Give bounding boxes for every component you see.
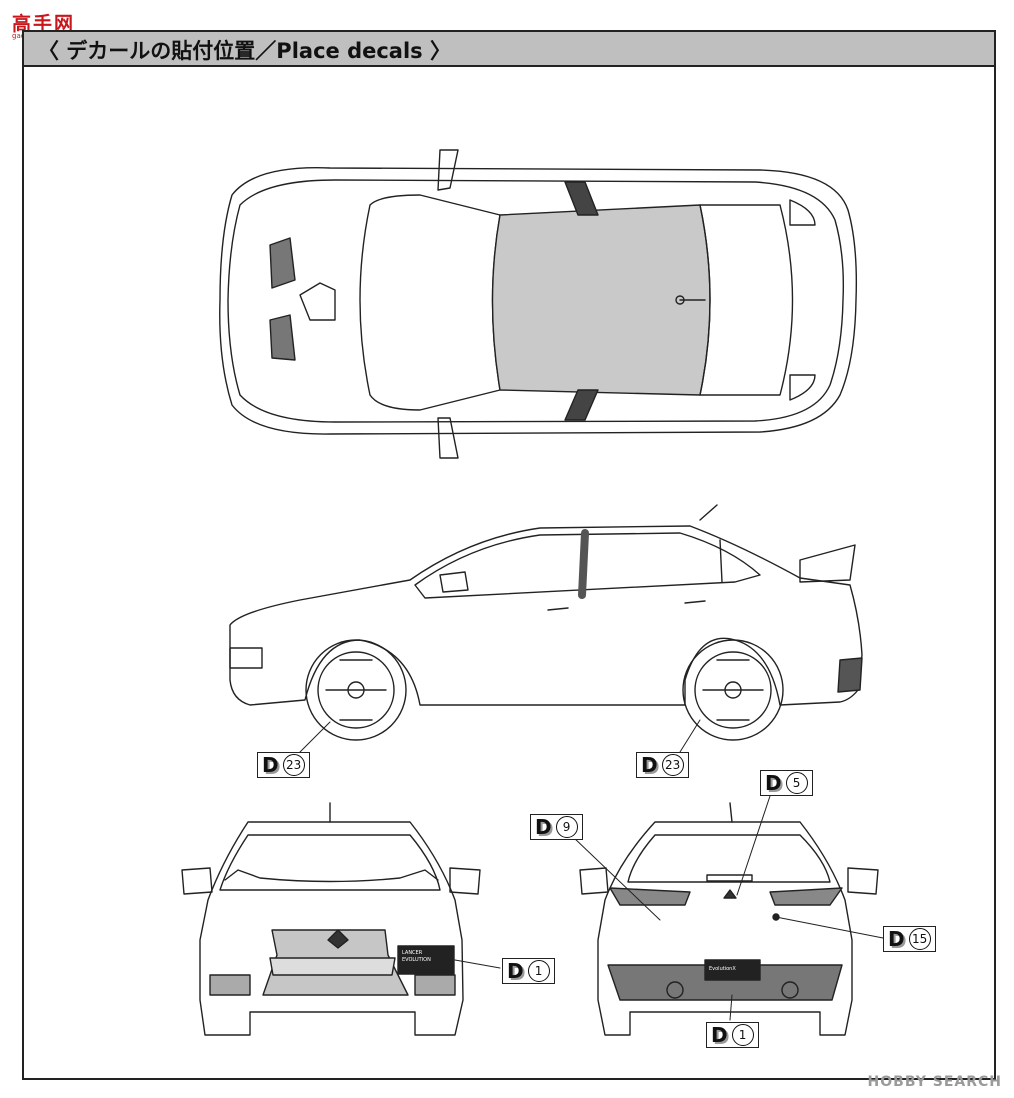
decal-callout: D 1 [706,1022,759,1048]
decal-sheet-letter: D [641,753,658,777]
watermark: HOBBY SEARCH [867,1074,1002,1090]
decal-number: 1 [731,1024,754,1046]
decal-callout: D 9 [530,814,583,840]
decal-number: 9 [555,816,578,838]
car-top-view [219,149,858,459]
decal-sheet-letter: D [535,815,552,839]
decal-callout: D 1 [502,958,555,984]
decal-number: 23 [661,754,684,776]
decal-number: 15 [908,928,931,950]
decal-callout: D 15 [883,926,936,952]
decal-sheet-letter: D [507,959,524,983]
decal-sheet-letter: D [711,1023,728,1047]
rear-plate-text: EvolutionX [709,966,736,972]
decal-number: 1 [527,960,550,982]
decal-callout: D 23 [636,752,689,778]
decal-callout: D 5 [760,770,813,796]
car-side-view [229,504,863,741]
front-plate-text: LANCER EVOLUTION [402,950,431,963]
leader-lines [299,719,884,1021]
site-logo-text: 高手网 [12,13,76,35]
car-front-view [181,802,481,1036]
car-rear-view [579,802,879,1036]
decal-sheet-letter: D [262,753,279,777]
decal-sheet-letter: D [888,927,905,951]
section-title: 〈 デカールの貼付位置／Place decals 〉 [38,39,451,63]
section-header: 〈 デカールの貼付位置／Place decals 〉 [22,30,996,67]
decal-number: 23 [282,754,305,776]
decal-sheet-letter: D [765,771,782,795]
decal-number: 5 [785,772,808,794]
decal-callout: D 23 [257,752,310,778]
